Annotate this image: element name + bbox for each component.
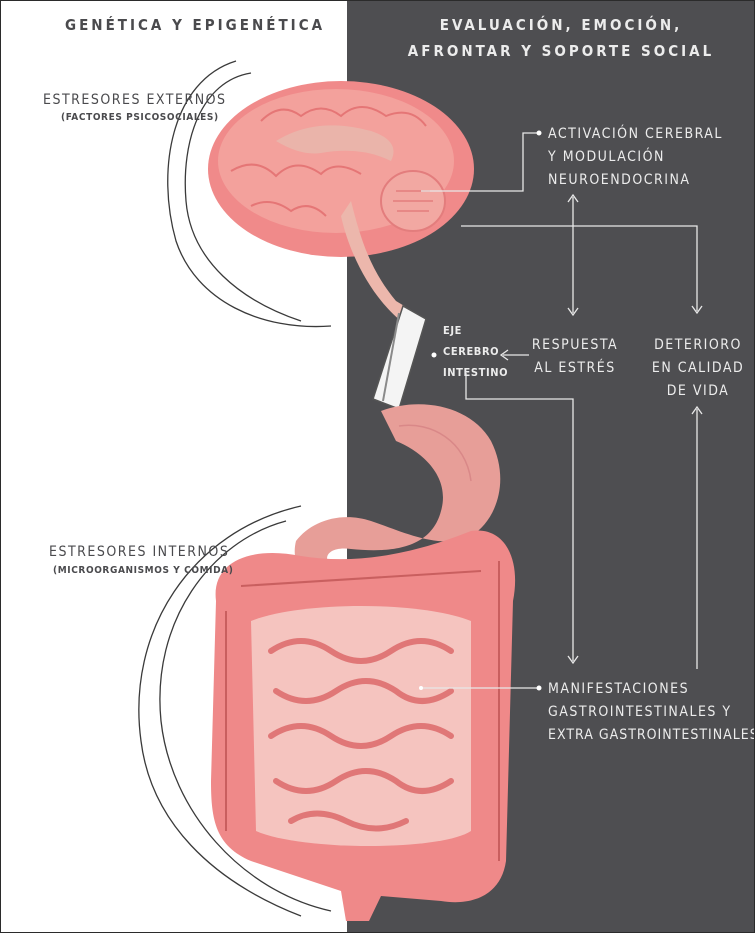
manifestations-line3: EXTRA GASTROINTESTINALES <box>548 724 755 746</box>
brain-activation-line1: ACTIVACIÓN CEREBRAL <box>548 123 723 145</box>
axis-label-line2: CEREBRO <box>443 345 499 359</box>
quality-of-life-line3: DE VIDA <box>647 380 749 402</box>
quality-of-life-line2: EN CALIDAD <box>647 357 749 379</box>
brain-activation-line2: Y MODULACIÓN <box>548 146 665 168</box>
intestines <box>211 531 515 921</box>
stress-response-line2: AL ESTRÉS <box>529 357 621 379</box>
header-evaluation-line2: AFRONTAR Y SOPORTE SOCIAL <box>371 39 751 63</box>
arrowheads <box>501 195 702 663</box>
stress-response-line1: RESPUESTA <box>529 334 621 356</box>
header-genetics: GENÉTICA Y EPIGENÉTICA <box>65 13 325 37</box>
manifestations-line2: GASTROINTESTINALES Y <box>548 701 732 723</box>
gut-brain-axis-band <box>373 306 426 409</box>
brain-activation-line3: NEUROENDOCRINA <box>548 169 691 191</box>
manifestations-line1: MANIFESTACIONES <box>548 678 689 700</box>
header-evaluation-line1: EVALUACIÓN, EMOCIÓN, <box>371 13 751 37</box>
axis-label-line3: INTESTINO <box>443 366 508 380</box>
external-stressors-subtitle: (FACTORES PSICOSOCIALES) <box>61 111 219 125</box>
quality-of-life-line1: DETERIORO <box>647 334 749 356</box>
external-stressors-title: ESTRESORES EXTERNOS <box>43 89 227 111</box>
brain <box>208 81 474 257</box>
internal-stressors-subtitle: (MICROORGANISMOS Y COMIDA) <box>53 564 233 578</box>
internal-stressors-title: ESTRESORES INTERNOS <box>49 541 229 563</box>
axis-label-line1: EJE <box>443 324 462 338</box>
